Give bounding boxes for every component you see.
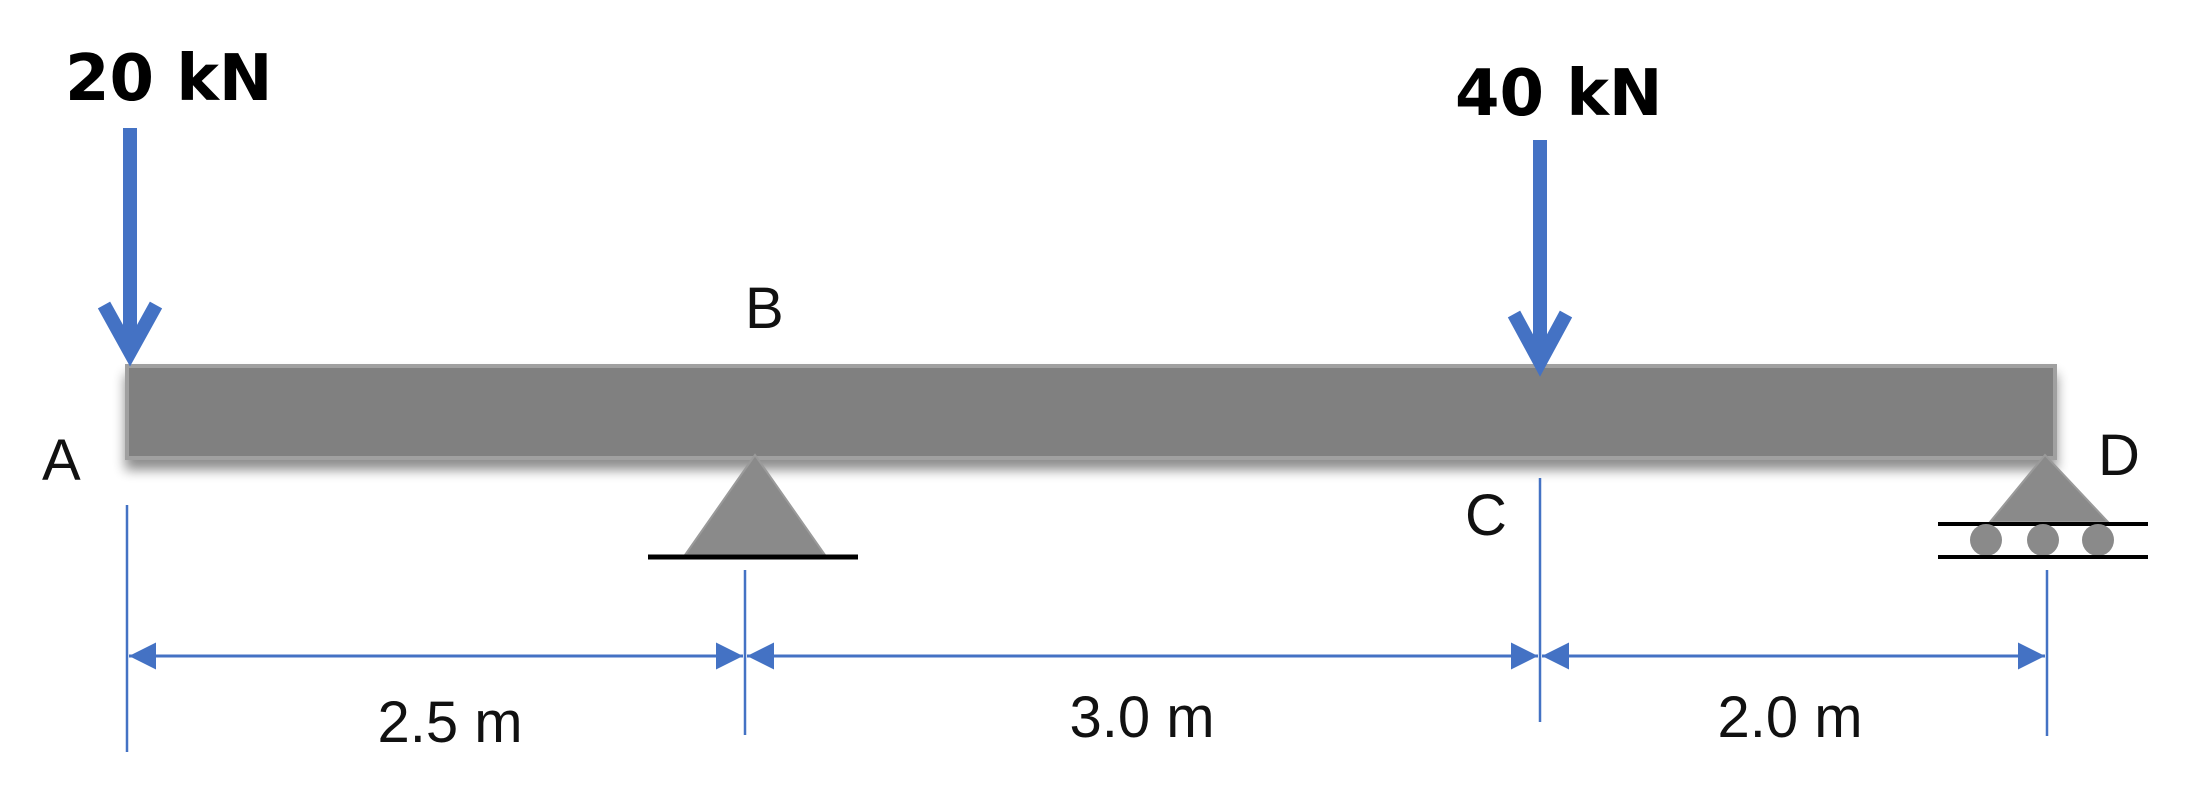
roller-support-d [1938,453,2148,559]
roller-wheel [1970,524,2002,556]
roller-wheel [2027,524,2059,556]
point-label-c: C [1465,483,1507,548]
pin-support-b [648,453,858,560]
point-label-d: D [2098,423,2140,488]
load-arrow-c [1507,140,1573,377]
roller-wheel [2082,524,2114,556]
point-label-b: B [745,276,784,341]
load-label-c: 40 kN [1455,57,1662,131]
dimension-label-ab: 2.5 m [377,690,522,755]
beam [125,364,2057,460]
extension-lines [125,478,2049,752]
point-label-a: A [42,428,81,493]
load-label-a: 20 kN [65,42,272,116]
dimension-label-bc: 3.0 m [1069,685,1214,750]
dimension-label-cd: 2.0 m [1717,685,1862,750]
load-arrow-a [97,128,163,367]
